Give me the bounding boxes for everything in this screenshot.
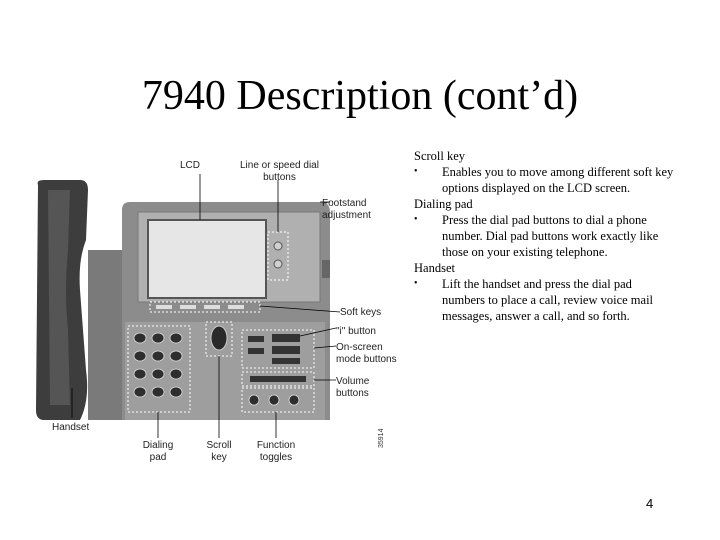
soft-key [204,305,220,309]
callout-soft-keys: Soft keys [340,307,382,318]
section-scroll-key: Scroll key • Enables you to move among d… [414,148,714,196]
line-button-2 [273,259,283,269]
bullet-icon: • [414,278,418,289]
mode-button [272,346,300,354]
phone-diagram: LCD Line or speed dial buttons Footstand… [30,150,410,480]
description-text: Scroll key • Enables you to move among d… [414,148,714,324]
section-heading: Scroll key [414,149,466,163]
slide-title: 7940 Description (cont’d) [141,73,579,119]
callout-line-speed-dial: Line or speed dial buttons [240,160,319,183]
callout-function-toggles: Function toggles [256,440,296,463]
scroll-key [210,325,228,351]
lcd-screen [147,219,267,299]
figure-number: 35914 [378,428,385,448]
callout-volume: Volume buttons [336,376,370,399]
bullet-icon: • [414,166,418,177]
soft-key [228,305,244,309]
bullet-item: • Lift the handset and press the dial pa… [414,277,654,323]
callout-scroll-key: Scroll key [206,440,232,463]
dialing-pad [127,325,191,413]
callout-i-button: "i" button [336,326,376,337]
section-heading: Handset [414,261,455,275]
bullet-item: • Press the dial pad buttons to dial a p… [414,213,659,259]
soft-key [180,305,196,309]
callout-dialing-pad: Dialing pad [142,440,174,463]
ip-phone-illustration [36,174,341,438]
callout-footstand: Footstand adjustment [322,198,371,221]
callout-onscreen-mode: On-screen mode buttons [336,342,397,365]
i-button [272,334,300,342]
callout-lcd: LCD [180,160,201,171]
function-toggles [248,394,300,406]
soft-key [156,305,172,309]
section-heading: Dialing pad [414,197,473,211]
bullet-item: • Enables you to move among different so… [414,165,674,195]
bullet-icon: • [414,214,418,225]
callout-handset: Handset [52,422,90,433]
leader-lines [71,174,341,438]
section-handset: Handset • Lift the handset and press the… [414,260,714,324]
page-number: 4 [646,496,654,511]
volume-buttons [250,376,306,382]
section-dialing-pad: Dialing pad • Press the dial pad buttons… [414,196,714,260]
line-button-1 [273,241,283,251]
